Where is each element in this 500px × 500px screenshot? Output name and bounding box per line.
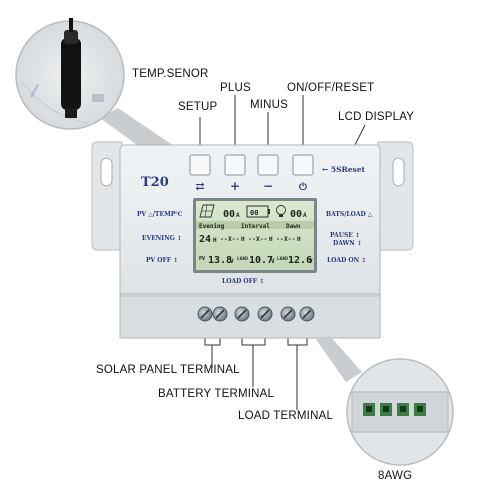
evening-hours-unit: H [213,237,217,244]
reset-hint: ← 5SReset [322,165,366,174]
terminal-slot-icon [363,403,375,416]
terminal-screw [299,306,315,322]
lcd-header-evening: Evening [199,223,225,230]
battery-icon [246,205,270,218]
pv-voltage-label: PV [199,256,205,262]
temp-sensor-inset: sensor [15,18,180,158]
battery-voltage-unit: V [309,258,313,265]
battery-voltage-label: LOAD [277,256,288,262]
plus-icon: + [230,179,240,193]
minus-label: MINUS [250,99,289,111]
wire-gauge-label: 8AWG [378,470,413,482]
interval-2-unit: H [269,236,273,243]
model-label: T20 [141,175,169,190]
terminal-slot-icon [414,403,426,416]
interval-1-unit: H [241,236,245,243]
temp-probe-icon [61,18,81,118]
solar-panel-icon [199,204,215,218]
load-voltage-value: 10.7 [249,255,273,266]
minus-icon: − [263,179,273,193]
battery-terminal-label: BATTERY TERMINAL [158,388,275,400]
load-on-label: LOAD ON ↕ [327,257,366,264]
plus-button[interactable] [224,154,246,176]
terminal-screw [234,306,250,322]
load-terminal-label: LOAD TERMINAL [238,410,334,422]
terminal-screws [197,306,315,322]
pause-label: PAUSE ↕ [330,232,360,239]
load-current-unit: A [303,212,307,219]
dawn-unit: H [297,236,301,243]
on-off-reset-label: ON/OFF/RESET [287,82,375,94]
battery-voltage-value: 12.6 [288,255,312,266]
terminal-screw [197,306,213,322]
load-voltage-unit: V [271,258,275,265]
pv-current-unit: A [236,212,240,219]
lamp-icon [276,205,286,217]
evening-hours-value: 24 [199,234,211,245]
pv-off-label: PV OFF ↕ [146,257,178,264]
terminal-screw [212,306,228,322]
bats-load-label: BATS/LOAD △ [326,211,373,218]
power-icon: ⏻ [299,181,307,193]
setup-label: SETUP [178,101,218,113]
lcd-display: 00 A 00 00 A Evening Interval Dawn 24 H … [193,198,317,273]
lcd-header-dawn: Dawn [286,223,301,230]
terminal-screw [280,306,296,322]
dawn-value: --X-- [276,235,296,243]
evening-label: EVENING ↕ [142,235,182,242]
dawn-label: DAWN ↕ [333,240,362,247]
pv-voltage-unit: V [230,258,234,265]
lcd-display-label: LCD DISPLAY [338,111,415,123]
interval-1-value: --X-- [220,235,240,243]
battery-level-value: 00 [250,209,258,217]
lcd-header-interval: Interval [241,223,270,230]
mounting-ears [91,141,414,251]
pv-temp-label: PV △/TEMP℃ [137,211,182,218]
pv-voltage-value: 13.8 [208,255,232,266]
terminal-slot-icon [397,403,409,416]
power-button[interactable] [292,154,314,176]
temp-sensor-label: TEMP.SENOR [132,68,209,80]
terminal-inset [315,336,454,466]
load-current-value: 00 [290,209,302,220]
solar-panel-terminal-label: SOLAR PANEL TERMINAL [96,364,240,376]
load-voltage-label: LOAD [237,256,248,262]
terminal-screw [257,306,273,322]
minus-button[interactable] [257,154,279,176]
terminal-slot-icon [380,403,392,416]
pv-current-value: 00 [223,209,235,220]
interval-2-value: --X-- [248,235,268,243]
setup-button[interactable] [189,154,211,176]
terminal-block [119,293,381,339]
setup-arrows-icon: ⇄ [195,180,204,193]
plus-label: PLUS [220,82,251,94]
load-off-label: LOAD OFF ↕ [222,278,264,285]
